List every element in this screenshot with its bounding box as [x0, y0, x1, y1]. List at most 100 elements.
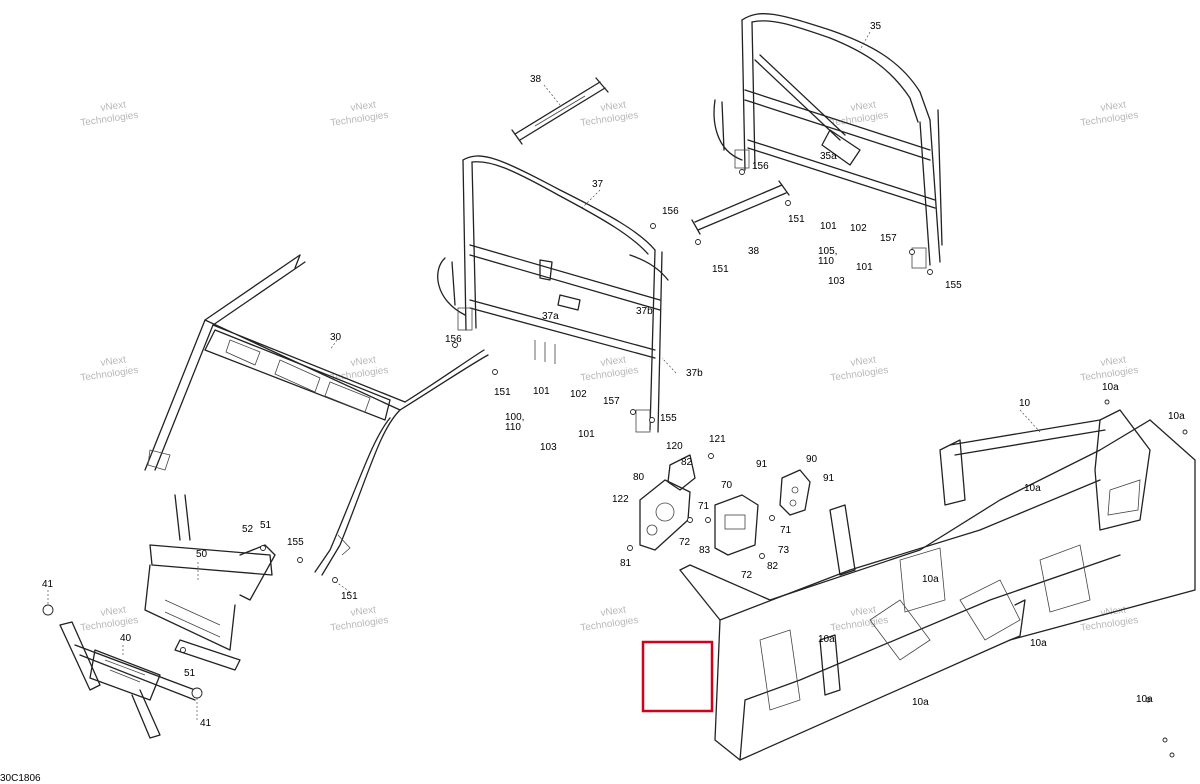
callout-156-mid: 156 [662, 206, 679, 217]
callout-110-top: 110 [818, 256, 834, 267]
callout-71-left: 71 [698, 501, 710, 512]
callout-156-low: 156 [445, 334, 462, 345]
callout-72-right: 72 [741, 570, 753, 581]
callout-40: 40 [120, 633, 132, 644]
part-38-middle-bar [691, 180, 790, 235]
callout-71-right: 71 [780, 525, 792, 536]
part-37-middle-cage [437, 155, 669, 433]
callout-35a: 35a [820, 151, 837, 162]
watermark-line-1: vNext [350, 99, 377, 113]
callout-91-left: 91 [756, 459, 768, 470]
callout-151-mid: 151 [712, 264, 729, 275]
callout-50: 50 [196, 549, 208, 560]
leader-lines [47, 31, 1041, 720]
part-90-bracket [779, 469, 811, 516]
callout-101-top: 101 [820, 221, 837, 232]
part-30-front-cage [144, 255, 489, 576]
callout-157-low: 157 [603, 396, 620, 407]
callout-83: 83 [699, 545, 711, 556]
hardware-marks [180, 169, 1188, 758]
callout-151-left: 151 [341, 591, 358, 602]
callout-155-top: 155 [945, 280, 962, 291]
callout-102-low: 102 [570, 389, 587, 400]
callout-82-upper: 82 [681, 457, 693, 468]
callout-51-lower: 51 [184, 668, 196, 679]
callout-35: 35 [870, 21, 882, 32]
callout-102-top: 102 [850, 223, 867, 234]
diagram-code: 30C1806 [0, 773, 41, 784]
callout-105: 105, [818, 246, 837, 257]
callout-120: 120 [666, 441, 683, 452]
callout-101-low-b: 101 [578, 429, 595, 440]
part-120-bracket [667, 454, 696, 491]
callout-122: 122 [612, 494, 629, 505]
part-10-main-frame [679, 409, 1196, 761]
callout-101-top-b: 101 [856, 262, 873, 273]
part-38-upper-bar [511, 77, 609, 145]
callout-70: 70 [721, 480, 733, 491]
watermark-line-1: vNext [100, 354, 127, 368]
part-70-bracket [714, 494, 759, 556]
callout-103-low: 103 [540, 442, 557, 453]
watermark-line-1: vNext [1100, 354, 1127, 368]
callout-37b-lower: 37b [686, 368, 703, 379]
callout-10a-8: 10a [1136, 694, 1153, 705]
callout-156-top: 156 [752, 161, 769, 172]
part-35-rear-cage [713, 13, 943, 269]
watermark-line-1: vNext [850, 99, 877, 113]
callout-151-low: 151 [494, 387, 511, 398]
watermark-line-1: vNext [350, 604, 377, 618]
watermark-line-1: vNext [1100, 99, 1127, 113]
callout-labels: 35 38 156 35a 151 37 156 38 151 101 102 … [42, 21, 1185, 729]
callout-155-left: 155 [287, 537, 304, 548]
callout-72-left: 72 [679, 537, 691, 548]
callout-30: 30 [330, 332, 342, 343]
callout-10: 10 [1019, 398, 1031, 409]
watermark-line-1: vNext [100, 604, 127, 618]
callout-151-top: 151 [788, 214, 805, 225]
part-50-bumper [144, 494, 276, 671]
callout-10a-1: 10a [1102, 382, 1119, 393]
callout-157-top: 157 [880, 233, 897, 244]
watermark-line-1: vNext [600, 354, 627, 368]
callout-37a: 37a [542, 311, 559, 322]
callout-52: 52 [242, 524, 254, 535]
callout-155-low: 155 [660, 413, 677, 424]
callout-82-lower: 82 [767, 561, 779, 572]
callout-41-lower: 41 [200, 718, 212, 729]
callout-110-low: 110 [505, 422, 521, 433]
callout-90: 90 [806, 454, 818, 465]
callout-10a-5: 10a [818, 634, 835, 645]
callout-10a-2: 10a [1168, 411, 1185, 422]
watermark-line-1: vNext [600, 99, 627, 113]
callout-80: 80 [633, 472, 645, 483]
part-40-bumper [42, 604, 203, 739]
callout-10a-3: 10a [1024, 483, 1041, 494]
callout-51-upper: 51 [260, 520, 272, 531]
callout-91-right: 91 [823, 473, 835, 484]
watermark-line-1: vNext [100, 99, 127, 113]
callout-101-low: 101 [533, 386, 550, 397]
highlight-box [641, 640, 714, 713]
callout-10a-7: 10a [912, 697, 929, 708]
watermark-line-1: vNext [850, 354, 877, 368]
callout-10a-6: 10a [1030, 638, 1047, 649]
callout-81: 81 [620, 558, 632, 569]
watermark-line-1: vNext [350, 354, 377, 368]
callout-73: 73 [778, 545, 790, 556]
